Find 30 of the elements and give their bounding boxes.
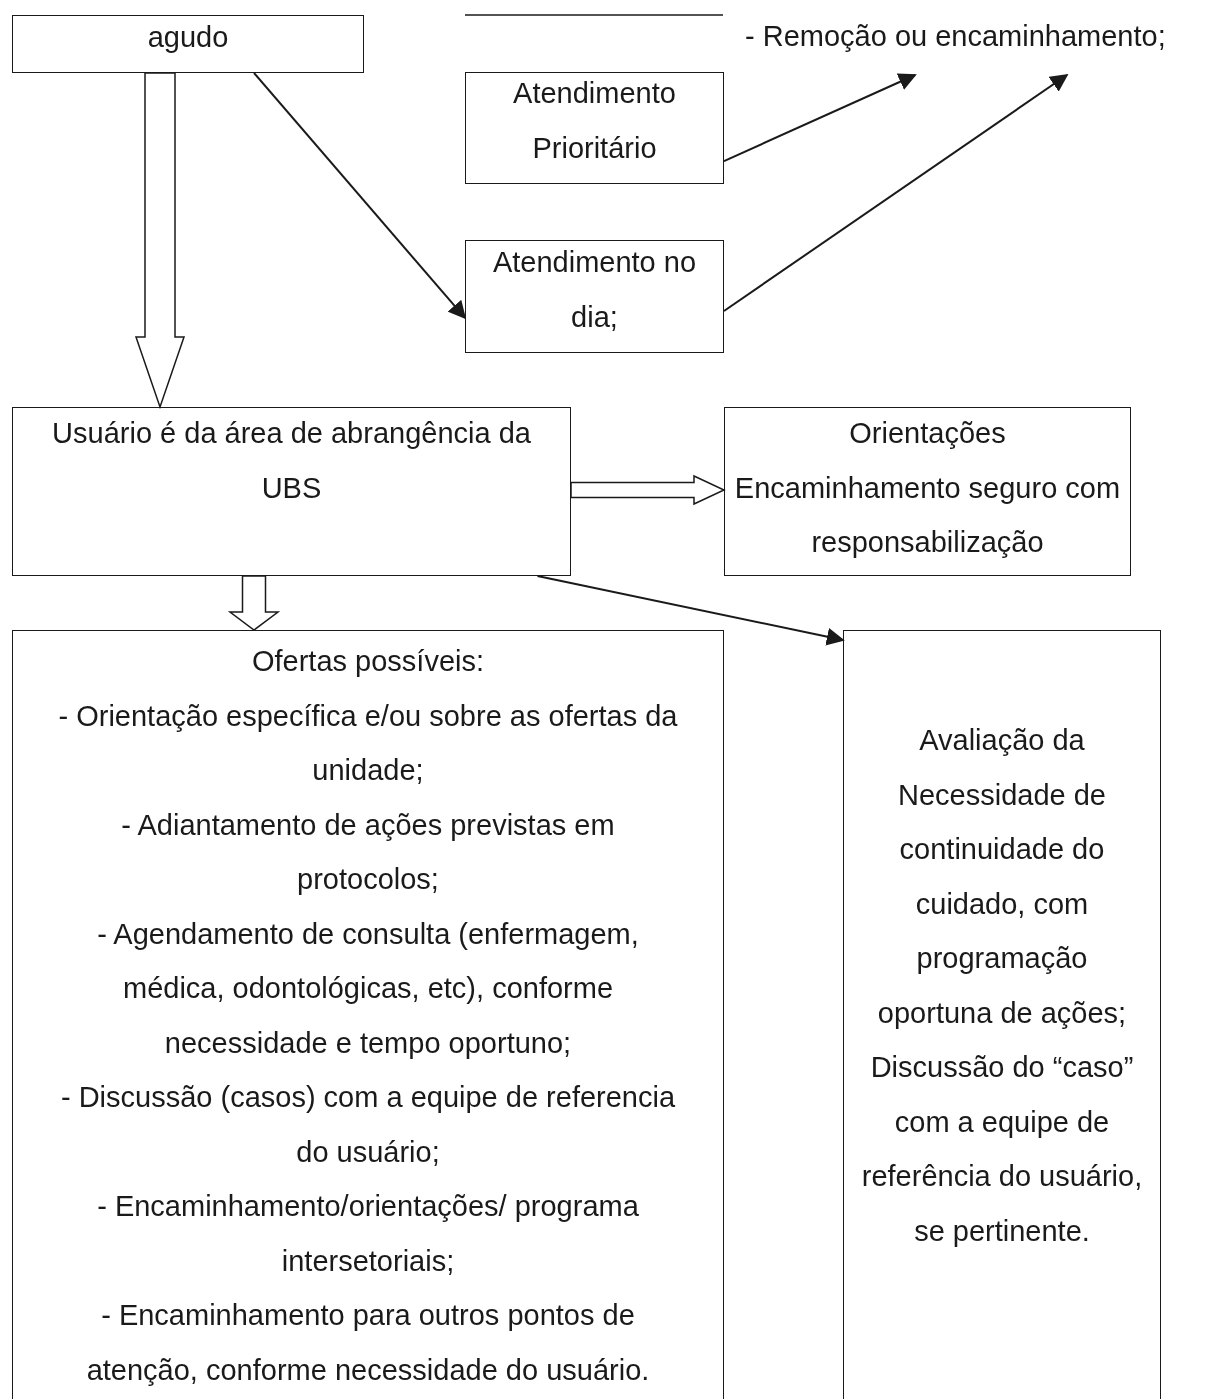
box-text: Atendimento Prioritário (512, 76, 677, 166)
block-arrow (227, 575, 281, 631)
note-text: - Remoção ou encaminhamento; (745, 19, 1167, 54)
text-box (12, 407, 571, 576)
block-arrow (134, 72, 186, 410)
text-box (465, 240, 724, 353)
text-box (465, 72, 724, 184)
box-heading: Ofertas possíveis: (251, 644, 485, 679)
text-box (724, 407, 1131, 576)
box-text: Avaliação da Necessidade de continuidade do cuidado, com programação oportuna de ações; (876, 723, 1128, 1031)
box-text: agudo (146, 20, 230, 55)
box-text: - Orientação específica e/ou sobre as ofertas da unidade; (57, 698, 679, 788)
arrow (536, 575, 845, 646)
box-text: - Agendamento de consulta (enfermagem, médica, odontológicas, etc), conforme necessidade e tempo oportuno; (96, 916, 640, 1061)
box-text: Encaminhamento seguro com responsabilização (733, 470, 1122, 560)
box-text: - Discussão (casos) com a equipe de referencia do usuário; (59, 1080, 677, 1170)
box-text: - Encaminhamento para outros pontos de atenção, conforme necessidade do usuário. (85, 1298, 651, 1388)
box-text: Atendimento no dia; (491, 245, 698, 335)
text-box (12, 15, 364, 73)
box-text: - Encaminhamento/orientações/ programa intersetoriais; (96, 1189, 640, 1279)
arrow (253, 72, 467, 320)
text-box (843, 630, 1161, 1399)
block-arrow (570, 474, 726, 506)
text-box (12, 630, 724, 1399)
arrow (723, 73, 917, 163)
box-text: - Adiantamento de ações previstas em protocolos; (120, 807, 616, 897)
box-text: Discussão do “caso” com a equipe de referência do usuário, se pertinente. (860, 1050, 1144, 1249)
box-text: Usuário é da área de abrangência da UBS (51, 416, 532, 506)
arrow (723, 74, 1069, 312)
box-text: Orientações (848, 416, 1007, 451)
